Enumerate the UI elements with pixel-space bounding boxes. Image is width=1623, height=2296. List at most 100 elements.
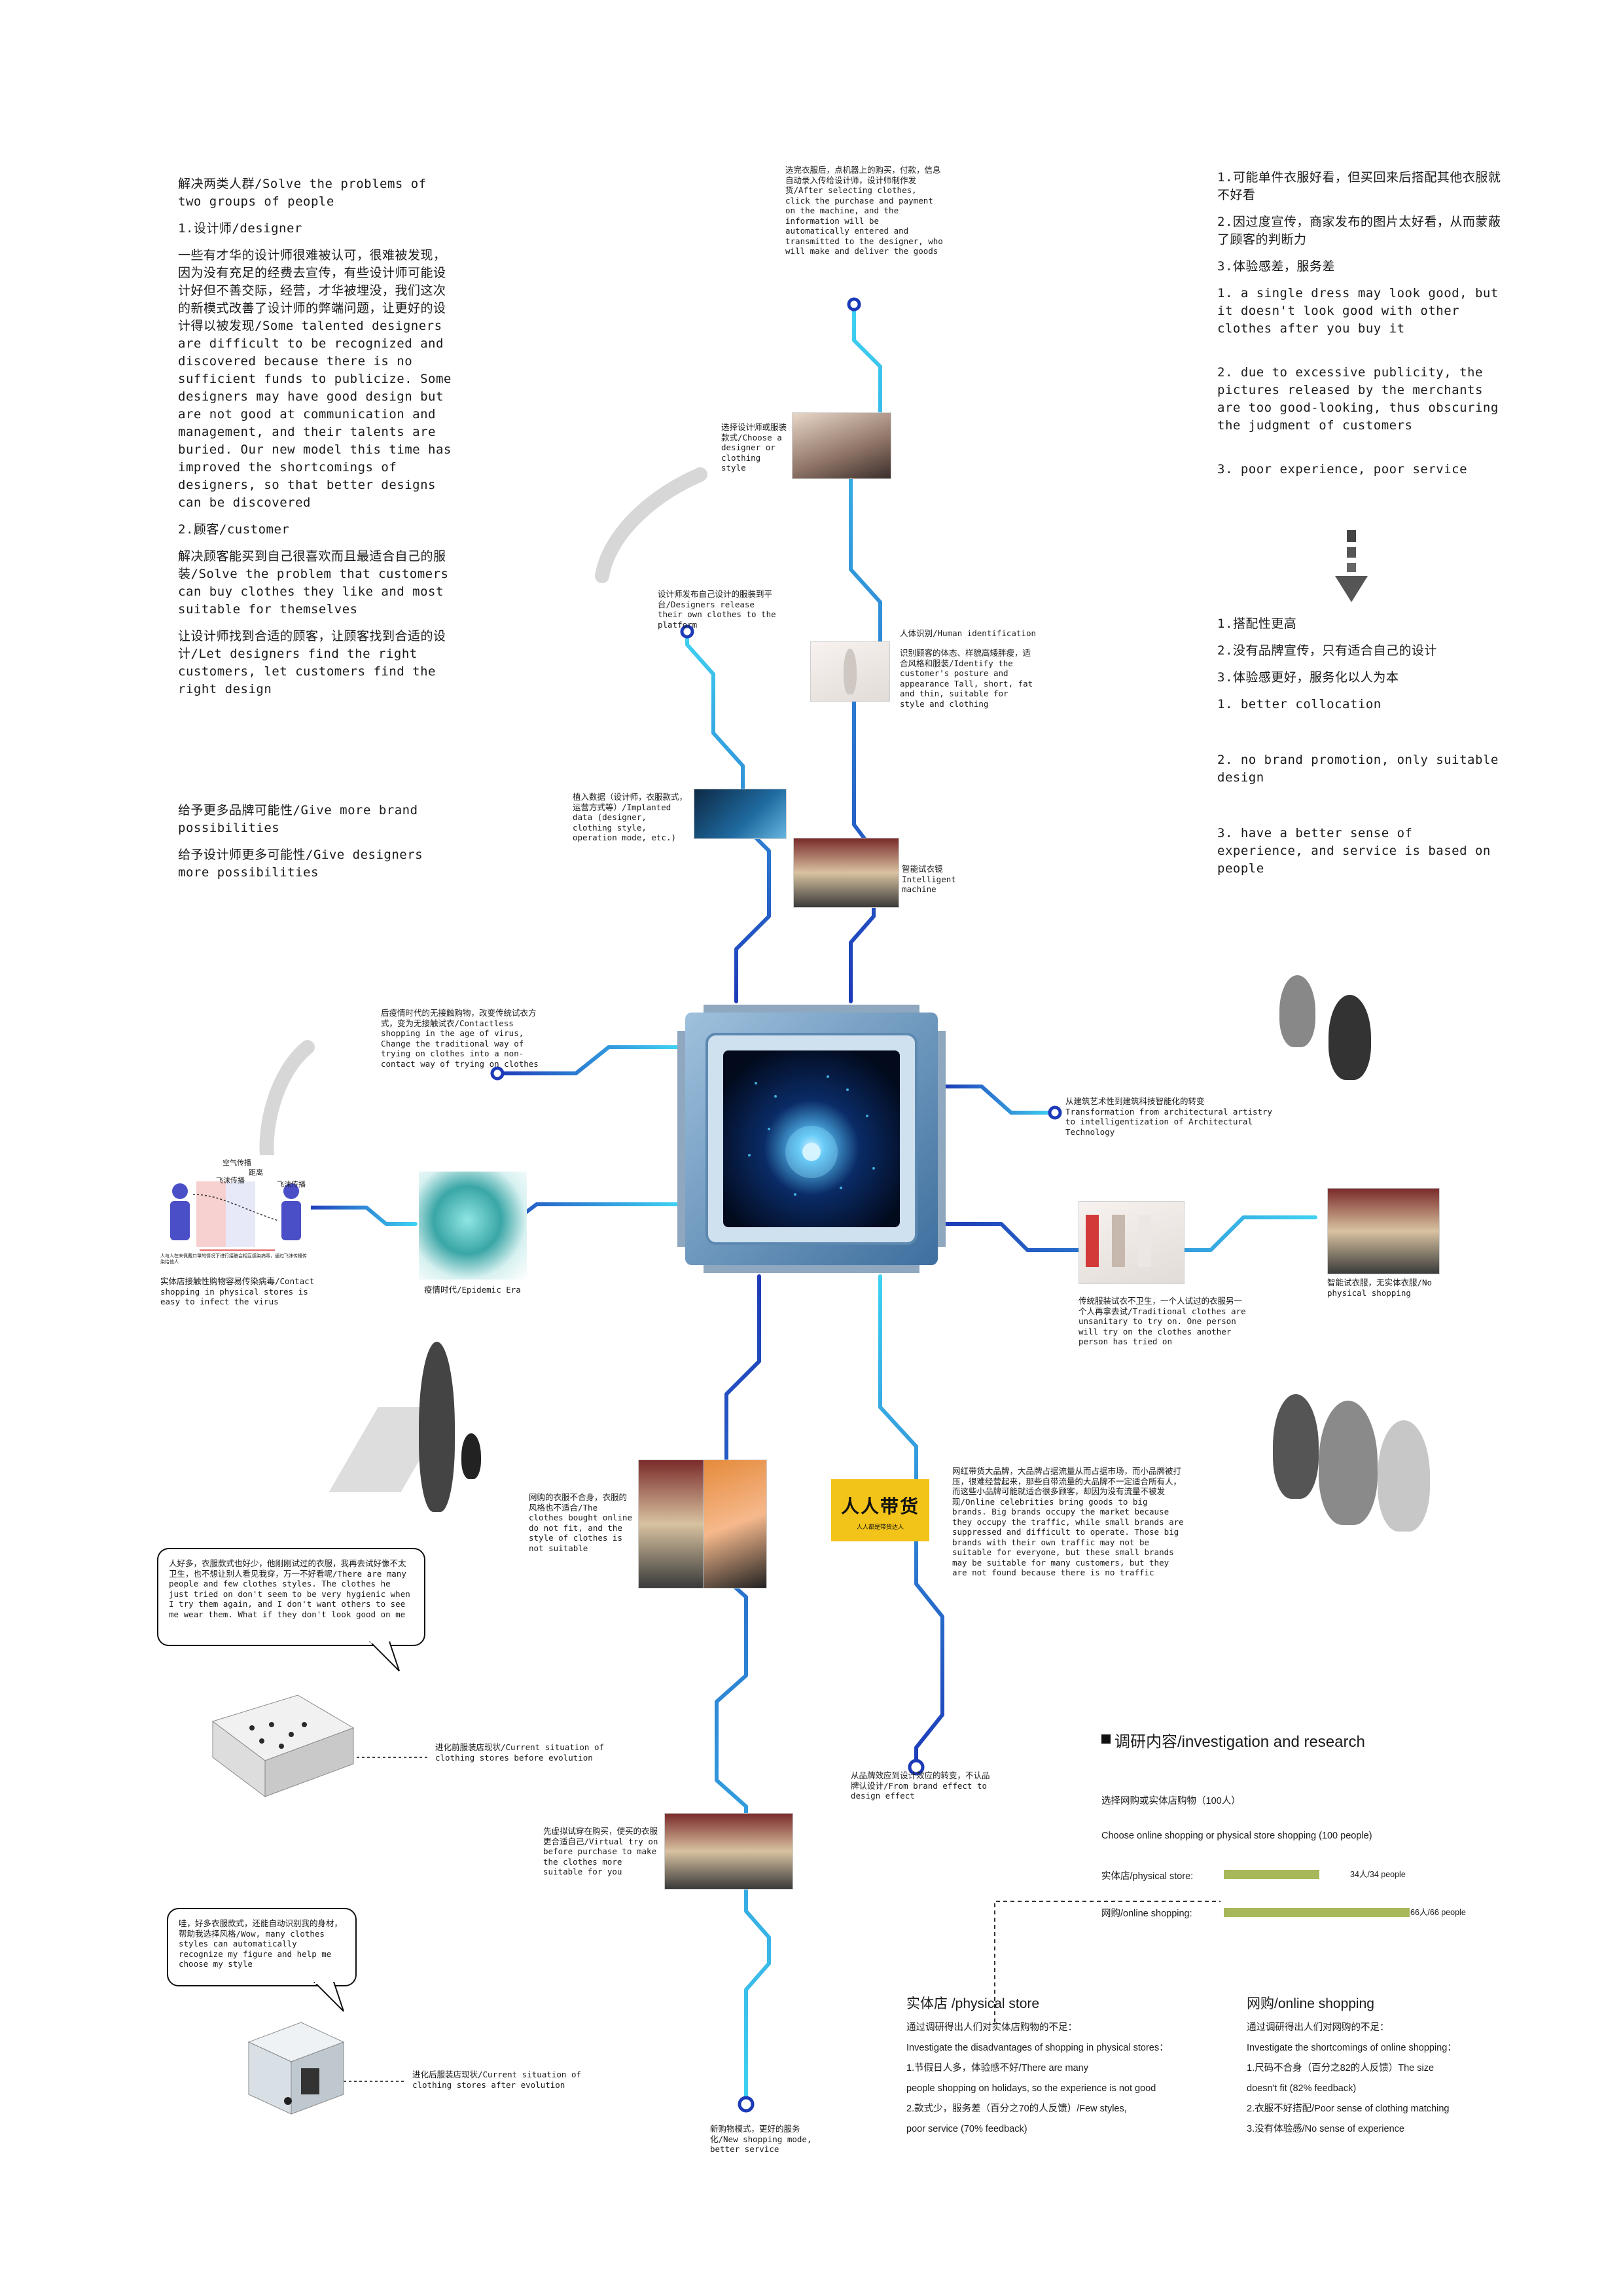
- problem-3-cn: 3.体验感差，服务差: [1217, 259, 1335, 274]
- left-intro: 解决两类人群/Solve the problems of two groups …: [178, 175, 453, 708]
- node-choose-text: 选择设计师或服装款式/Choose a designer or clothing…: [721, 422, 787, 473]
- online-clothes-photo-1: [638, 1460, 705, 1588]
- result-3-cn: 3.体验感更好，服务化以人为本: [1217, 670, 1399, 685]
- physical-store-findings: 实体店 /physical store 通过调研得出人们对实体店购物的不足： I…: [906, 1993, 1181, 2140]
- logo-subtitle: 人人都是带货达人: [856, 1524, 904, 1530]
- physical-store-bar: [1224, 1870, 1320, 1879]
- people-top-view-photo-2: [1266, 1368, 1443, 1564]
- store-line-6: poor service (70% feedback): [906, 2124, 1027, 2134]
- logo-title: 人人带货: [840, 1496, 919, 1516]
- online-line-4: doesn't fit (82% feedback): [1247, 2083, 1357, 2094]
- right-result: 1.搭配性更高 2.没有品牌宣传，只有适合自己的设计 3.体验感更好，服务化以人…: [1217, 615, 1505, 887]
- online-shopping-title: 网购/online shopping: [1247, 1996, 1374, 2011]
- store-after-illustration: [242, 2016, 347, 2121]
- virus-caption: 人与人在未佩戴口罩的情况下进行接触会相互感染病毒，通过飞沫传播传染给他人: [160, 1254, 307, 1265]
- problem-1-en: 1. a single dress may look good, but it …: [1217, 286, 1499, 336]
- node-brand-effect-text: 从品牌效应到设计效应的转变，不认品牌认设计/From brand effect …: [851, 1770, 990, 1801]
- node-intelligent-text: 智能试衣镜 Intelligent machine: [902, 864, 956, 894]
- online-shopping-bar: [1224, 1908, 1410, 1917]
- result-1-en: 1. better collocation: [1217, 697, 1382, 711]
- physical-store-title: 实体店 /physical store: [906, 1996, 1040, 2011]
- node-contact-text: 实体店接触性购物容易传染病毒/Contact shopping in physi…: [160, 1276, 315, 1306]
- virtual-tryon-photo: [664, 1813, 793, 1890]
- store-line-3: 1.节假日人多，体验感不好/There are many: [906, 2063, 1088, 2073]
- store-line-4: people shopping on holidays, so the expe…: [906, 2083, 1156, 2094]
- store-line-2: Investigate the disadvantages of shoppin…: [906, 2043, 1169, 2053]
- online-clothes-photo-2: [704, 1460, 767, 1588]
- no-physical-photo: [1327, 1188, 1440, 1274]
- online-line-1: 通过调研得出人们对网购的不足：: [1247, 2022, 1389, 2033]
- online-line-5: 2.衣服不好搭配/Poor sense of clothing matching: [1247, 2104, 1450, 2114]
- after-evolution-text: 进化后服装店现状/Current situation of clothing s…: [412, 2070, 582, 2090]
- virus-mid-label: 距离: [249, 1169, 263, 1177]
- node-brand-effect: [908, 1759, 925, 1776]
- node-traditional-text: 传统服装试衣不卫生，一个人试过的衣服另一个人再拿去试/Traditional c…: [1079, 1296, 1246, 1346]
- node-top: [847, 297, 861, 312]
- curved-arrow-upper: [595, 467, 707, 583]
- store-line-1: 通过调研得出人们对实体店购物的不足：: [906, 2022, 1077, 2033]
- before-evolution-text: 进化前服装店现状/Current situation of clothing s…: [435, 1742, 605, 1763]
- node-online-fit-text: 网购的衣服不合身，衣服的风格也不适合/The clothes bought on…: [529, 1492, 633, 1553]
- intelligent-mirror-photo: [793, 838, 899, 908]
- dashed-down-arrow: [1335, 530, 1368, 602]
- online-shopping-label: 网购/online shopping:: [1101, 1909, 1192, 1919]
- right-intro: 1.可能单件衣服好看，但买回来后搭配其他衣服就不好看 2.因过度宣传，商家发布的…: [1217, 169, 1505, 488]
- designer-possibilities: 给予设计师更多可能性/Give designers more possibili…: [178, 848, 423, 880]
- choose-designer-photo: [792, 412, 891, 479]
- node-contactless: [490, 1066, 505, 1081]
- traditional-clothes-photo: [1079, 1201, 1185, 1284]
- match-text: 让设计师找到合适的顾客，让顾客找到合适的设计/Let designers fin…: [178, 629, 446, 696]
- left-possibilities: 给予更多品牌可能性/Give more brand possibilities …: [178, 802, 453, 891]
- designer-text: 一些有才华的设计师很难被认可，很难被发现，因为没有充足的经费去宣传，有些设计师可…: [178, 248, 452, 510]
- line-bottom-right: [878, 1274, 944, 1769]
- survey-question-cn: 选择网购或实体店购物（100人）: [1101, 1796, 1241, 1806]
- node-new-mode: [738, 2096, 755, 2113]
- node-architecture: [1048, 1105, 1062, 1120]
- physical-store-value: 34人/34 people: [1350, 1870, 1406, 1879]
- node-release: [680, 624, 694, 639]
- survey-question-en: Choose online shopping or physical store…: [1101, 1831, 1372, 1841]
- line-left-upper: [495, 1045, 679, 1075]
- customer-heading: 2.顾客/customer: [178, 522, 290, 537]
- node-virtual-text: 先虚拟试穿在购买，使买的衣服更合适自己/Virtual try on befor…: [543, 1826, 658, 1876]
- problem-3-en: 3. poor experience, poor service: [1217, 462, 1468, 476]
- node-new-mode-text: 新购物模式，更好的服务化/New shopping mode, better s…: [710, 2124, 812, 2154]
- virus-right-label: 飞沫传播: [277, 1181, 306, 1189]
- store-before-illustration: [200, 1689, 357, 1800]
- node-implant-text: 植入数据（设计师，衣服款式，运营方式等）/Implanted data (des…: [573, 792, 688, 842]
- bubble-before-text: 人好多，衣服款式也好少，他刚刚试过的衣服，我再去试好像不太卫生，也不想让别人看见…: [169, 1558, 410, 1619]
- result-2-en: 2. no brand promotion, only suitable des…: [1217, 753, 1499, 785]
- cpu-chip-graphic: [677, 1005, 946, 1273]
- online-line-3: 1.尺码不合身（百分之82的人反馈）The size: [1247, 2063, 1435, 2073]
- people-top-view-photo-1: [1266, 969, 1384, 1100]
- virus-top-label: 空气传播: [223, 1159, 251, 1167]
- online-line-6: 3.没有体验感/No sense of experience: [1247, 2124, 1404, 2134]
- line-left-far: [306, 1206, 418, 1226]
- result-3-en: 3. have a better sense of experience, an…: [1217, 826, 1491, 876]
- store-line-5: 2.款式少，服务差（百分之70的人反馈）/Few styles,: [906, 2104, 1127, 2114]
- speech-bubble-after: 哇，好多衣服款式，还能自动识别我的身材，帮助我选择风格/Wow, many cl…: [167, 1908, 357, 1986]
- result-1-cn: 1.搭配性更高: [1217, 617, 1297, 631]
- node-top-text: 选完衣服后，点机器上的购买，付款，信息自动录入传给设计师，设计师制作发货/Aft…: [785, 165, 943, 256]
- line-bottom-left: [715, 1274, 771, 2103]
- virus-left-label: 飞沫传播: [216, 1177, 245, 1185]
- problem-2-en: 2. due to excessive publicity, the pictu…: [1217, 365, 1499, 433]
- result-2-cn: 2.没有品牌宣传，只有适合自己的设计: [1217, 643, 1437, 658]
- brand-possibilities: 给予更多品牌可能性/Give more brand possibilities: [178, 803, 418, 835]
- designer-heading: 1.设计师/designer: [178, 221, 302, 236]
- bubble-after-tail: [313, 1982, 344, 2012]
- bubble-after-text: 哇，好多衣服款式，还能自动识别我的身材，帮助我选择风格/Wow, many cl…: [179, 1918, 343, 1969]
- node-contactless-text: 后疫情时代的无接触购物，改变传统试衣方式，变为无接触试衣/Contactless…: [381, 1008, 539, 1069]
- node-release-text: 设计师发布自己设计的服装到平台/Designers release their …: [658, 589, 776, 630]
- node-architecture-text: 从建筑艺术性到建筑科技智能化的转变 Transformation from ar…: [1065, 1096, 1273, 1137]
- node-no-physical-text: 智能试衣服，无实体衣服/No physical shopping: [1327, 1278, 1433, 1298]
- node-celebrity-text: 网红带货大品牌，大品牌占据流量从而占据市场，而小品牌被打压，很难经营起来，那些自…: [952, 1466, 1184, 1577]
- online-shopping-findings: 网购/online shopping 通过调研得出人们对网购的不足： Inves…: [1247, 1993, 1522, 2140]
- cpu-chip: [677, 1005, 946, 1273]
- line-right-upper: [944, 1085, 1056, 1115]
- problem-2-cn: 2.因过度宣传，商家发布的图片太好看，从而蒙蔽了顾客的判断力: [1217, 215, 1501, 247]
- online-shopping-value: 66人/66 people: [1410, 1908, 1466, 1917]
- online-line-2: Investigate the shortcomings of online s…: [1247, 2043, 1457, 2053]
- virus-spread-diagram: 空气传播 距离 飞沫传播 飞沫传播 人与人在未佩戴口罩的情况下进行接触会相互感染…: [160, 1155, 311, 1270]
